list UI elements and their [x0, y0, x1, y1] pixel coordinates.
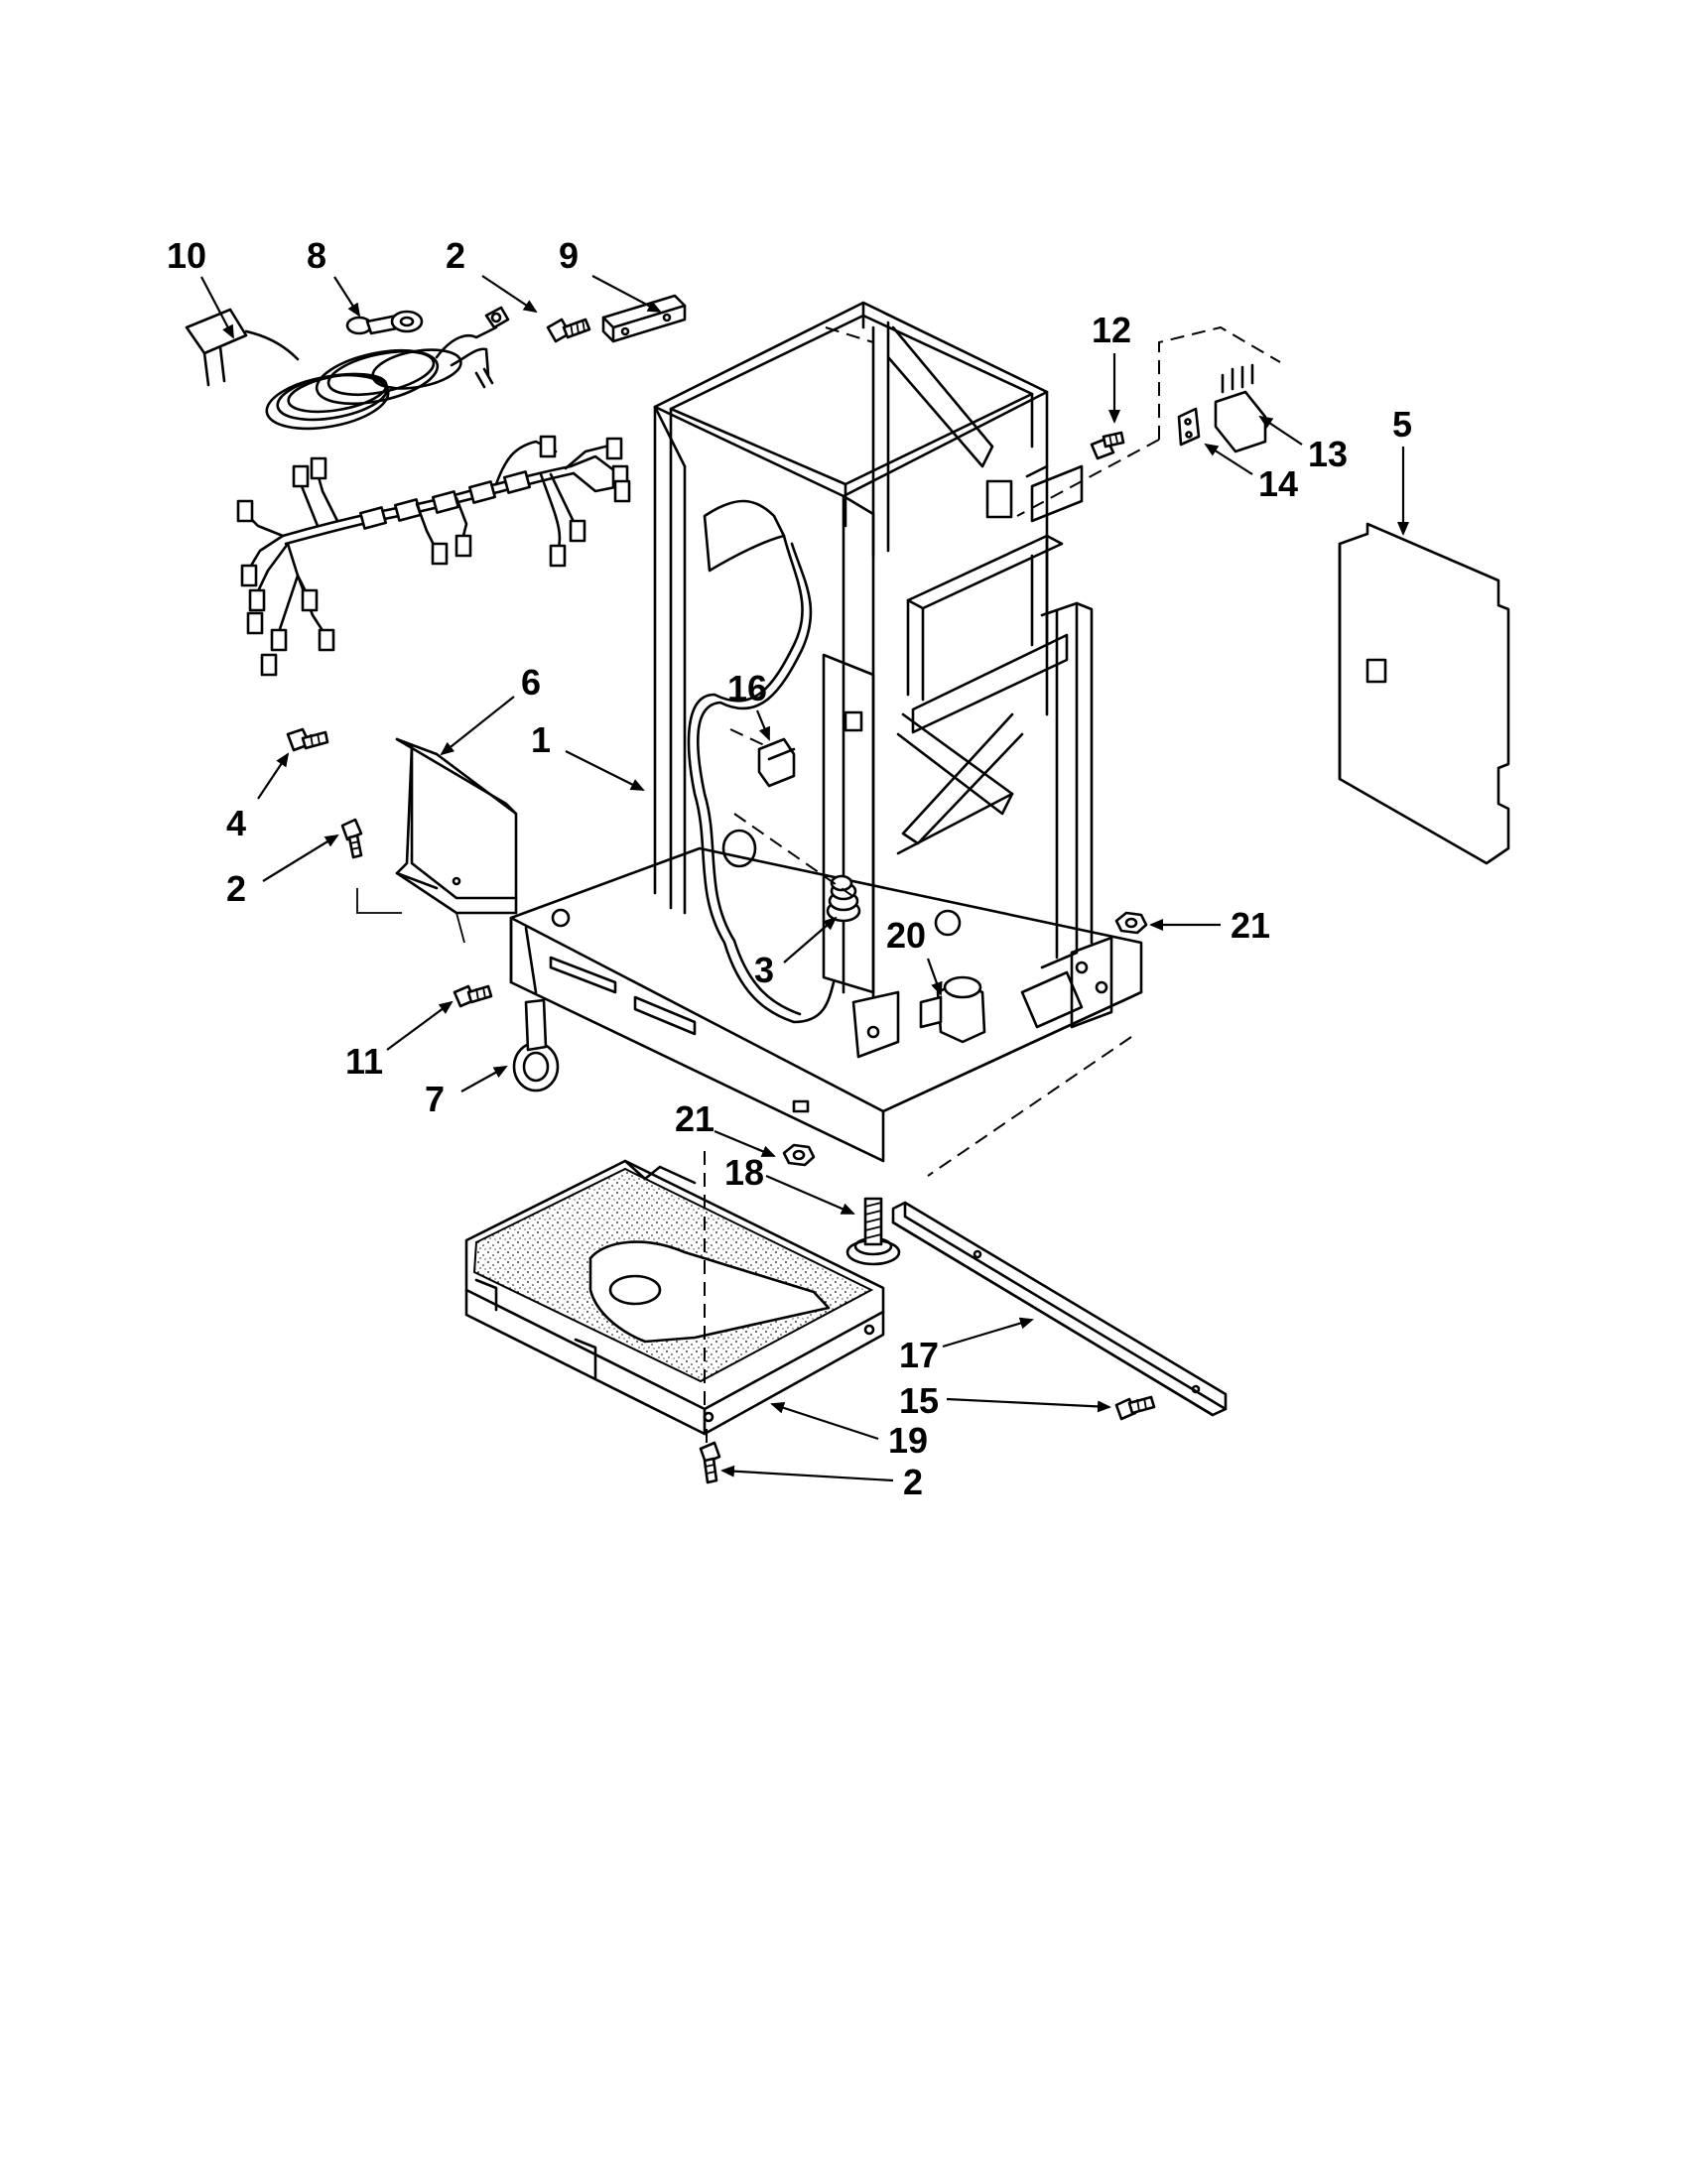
leveling-leg-part-18 — [845, 1197, 901, 1266]
screw-part-top — [546, 318, 591, 343]
grommet-part — [345, 310, 424, 335]
callout-17: 17 — [899, 1335, 939, 1375]
callout-4: 4 — [226, 803, 246, 843]
screw-part-bottom — [699, 1429, 721, 1484]
callout-9: 9 — [559, 235, 579, 276]
callout-5: 5 — [1392, 404, 1412, 445]
insulator-part-14 — [1177, 407, 1201, 447]
callout-16: 16 — [727, 668, 767, 708]
callout-20: 20 — [886, 915, 926, 956]
callout-18: 18 — [724, 1152, 764, 1193]
screw-part-15 — [1114, 1395, 1156, 1421]
clip-part-16 — [757, 737, 796, 788]
bracket-part-9 — [601, 294, 687, 343]
callout-14: 14 — [1258, 463, 1298, 504]
leader-arrows — [200, 275, 1409, 1482]
callout-2-left: 2 — [226, 868, 246, 909]
callout-19: 19 — [888, 1420, 928, 1461]
callout-1: 1 — [531, 719, 551, 760]
wire-harness-part — [236, 435, 631, 677]
base-pan-part-19 — [464, 1151, 885, 1436]
callout-8: 8 — [307, 235, 326, 276]
power-cord-part — [185, 306, 510, 431]
callout-12: 12 — [1092, 310, 1131, 350]
callout-2-bottom: 2 — [903, 1462, 923, 1502]
screw-part-12 — [1090, 431, 1125, 460]
callout-6: 6 — [521, 662, 541, 703]
callout-2-top: 2 — [446, 235, 465, 276]
callout-13: 13 — [1308, 434, 1348, 474]
rail-part-17 — [891, 1036, 1228, 1417]
connector-clips — [236, 435, 631, 677]
callout-10: 10 — [167, 235, 206, 276]
screw-part-left — [340, 818, 363, 859]
callout-3: 3 — [754, 950, 774, 990]
callout-7: 7 — [425, 1079, 445, 1119]
cord-lock-part-20 — [919, 975, 986, 1044]
callout-11: 11 — [345, 1041, 383, 1082]
screw-part-11 — [453, 984, 493, 1008]
nut-part-21-right — [1114, 911, 1148, 935]
callout-21-right: 21 — [1231, 905, 1270, 946]
callout-21-lower: 21 — [675, 1098, 714, 1139]
callout-15: 15 — [899, 1380, 939, 1421]
spring-plug-part-3 — [733, 813, 861, 923]
cabinet-frame-part — [509, 301, 1143, 1163]
switch-part-13 — [1016, 325, 1281, 517]
screw-part-4 — [286, 727, 329, 752]
clamp-part-7 — [512, 998, 560, 1092]
cover-panel-part-6 — [356, 737, 518, 944]
rear-panel-part-5 — [1338, 522, 1510, 865]
callout-labels: 10 8 2 9 12 5 13 14 6 16 1 4 2 21 20 3 1… — [167, 235, 1412, 1502]
nut-part-21-lower — [782, 1143, 816, 1167]
